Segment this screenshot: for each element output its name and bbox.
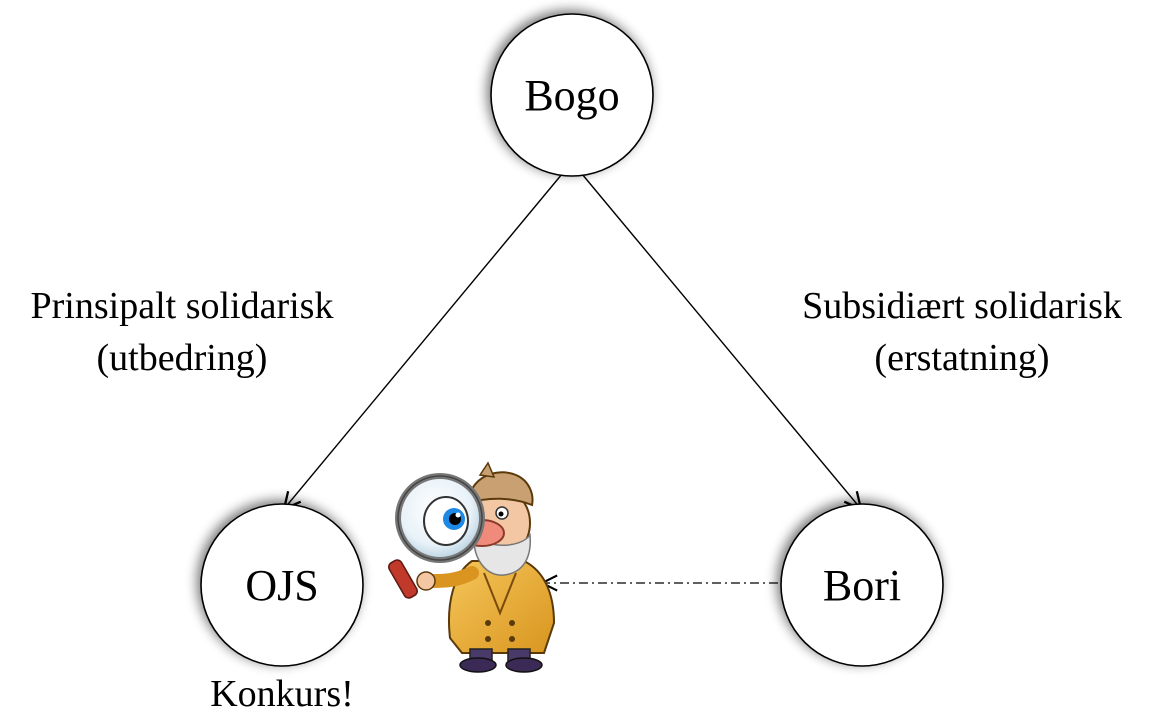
node-circle	[780, 503, 944, 667]
node-label: OJS	[245, 561, 318, 610]
edge-label-line1: Subsidiært solidarisk	[802, 285, 1122, 327]
edge-label-line2: (utbedring)	[97, 337, 268, 379]
edge-label-right: Subsidiært solidarisk (erstatning)	[802, 285, 1122, 379]
edge-label-line1: Prinsipalt solidarisk	[31, 285, 334, 327]
edges	[284, 161, 861, 583]
edge-bogo-to-bori	[571, 161, 861, 509]
node-label: Bogo	[524, 71, 619, 120]
node-bogo: Bogo	[490, 13, 654, 177]
node-bori: Bori	[780, 503, 944, 667]
edge-label-line2: (erstatning)	[874, 337, 1049, 379]
edge-bogo-to-ojs	[284, 161, 573, 509]
node-label: Bori	[823, 561, 901, 610]
node-circle	[200, 503, 364, 667]
edge-label-left: Prinsipalt solidarisk (utbedring)	[31, 285, 334, 379]
bankruptcy-annotation: Konkurs!	[210, 673, 354, 715]
detective-with-magnifying-glass-icon	[388, 461, 556, 673]
node-circle	[490, 13, 654, 177]
node-ojs: OJS	[200, 503, 364, 667]
